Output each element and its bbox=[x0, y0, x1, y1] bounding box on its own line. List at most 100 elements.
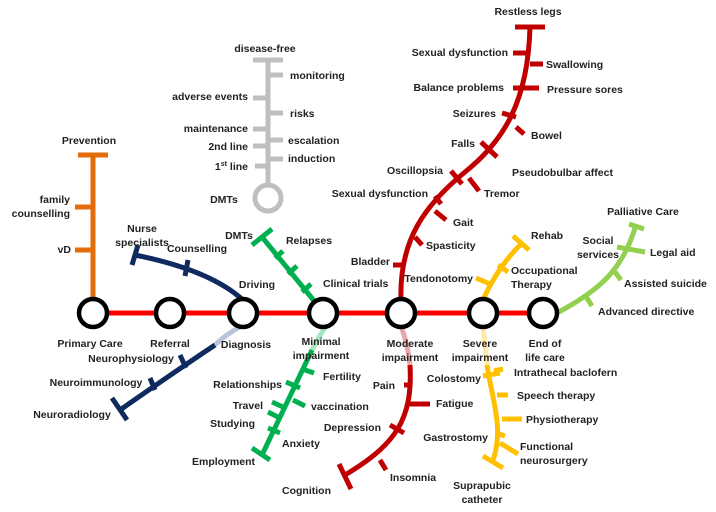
stop-label: Counselling bbox=[167, 243, 227, 255]
station-labels: Primary Care Referral Diagnosis Minimal … bbox=[57, 336, 565, 364]
stop-label: Restless legs bbox=[494, 6, 561, 18]
stop-label: Travel bbox=[233, 400, 263, 412]
stop-label: services bbox=[577, 249, 619, 261]
stop-label: monitoring bbox=[290, 70, 345, 82]
station-severe-impairment[interactable] bbox=[466, 296, 500, 330]
station-label: life care bbox=[525, 352, 565, 364]
diagnosis-line bbox=[109, 244, 245, 422]
station-label: Moderate bbox=[387, 338, 434, 350]
stop-label: Pain bbox=[373, 380, 395, 392]
stop-label: Insomnia bbox=[390, 472, 436, 484]
stop-label: Falls bbox=[451, 138, 475, 150]
stop-label: Bowel bbox=[531, 130, 562, 142]
stop-label: DMTs bbox=[225, 230, 253, 242]
stop-label: Bladder bbox=[351, 256, 390, 268]
stop-label: neurosurgery bbox=[520, 455, 588, 467]
stop-label: Sexual dysfunction bbox=[332, 188, 428, 200]
stop-label: Functional bbox=[520, 441, 573, 453]
station-diagnosis[interactable] bbox=[226, 296, 260, 330]
stop-label: Neurophysiology bbox=[88, 353, 174, 365]
stop-label: Nurse bbox=[127, 223, 157, 235]
stop-label: disease-free bbox=[234, 43, 295, 55]
stop-label: Relationships bbox=[213, 379, 282, 391]
station-label: impairment bbox=[452, 352, 509, 364]
stop-label: Clinical trials bbox=[323, 278, 389, 290]
stop-label: vaccination bbox=[311, 401, 369, 413]
stop-label: Neuroimmunology bbox=[50, 377, 143, 389]
station-label: impairment bbox=[293, 350, 350, 362]
stop-label: family bbox=[40, 194, 71, 206]
stop-label: Driving bbox=[239, 279, 275, 291]
severe-impairment-line bbox=[475, 234, 531, 471]
severe-impairment-labels: Rehab Occupational Therapy Tendonotomy C… bbox=[404, 230, 617, 506]
stop-label: Anxiety bbox=[282, 438, 320, 450]
stop-label: Speech therapy bbox=[517, 390, 595, 402]
stop-label: Therapy bbox=[511, 279, 552, 291]
dmt-labels: disease-free monitoring adverse events r… bbox=[172, 43, 345, 206]
station-label: impairment bbox=[382, 352, 439, 364]
moderate-impairment-labels: Restless legs Sexual dysfunction Swallow… bbox=[282, 6, 623, 497]
station-label: Severe bbox=[463, 338, 498, 350]
station-label: Referral bbox=[150, 338, 190, 350]
station-referral[interactable] bbox=[153, 296, 187, 330]
stop-label: catheter bbox=[462, 494, 503, 506]
minimal-impairment-line bbox=[250, 227, 328, 463]
stop-label: maintenance bbox=[184, 123, 248, 135]
stop-label: Sexual dysfunction bbox=[412, 47, 508, 59]
stop-label: Palliative Care bbox=[607, 206, 679, 218]
stop-label: escalation bbox=[288, 135, 339, 147]
stop-label: Oscillopsia bbox=[387, 165, 443, 177]
stop-label: induction bbox=[288, 153, 335, 165]
stop-label: Prevention bbox=[62, 135, 116, 147]
stop-label: specialists bbox=[115, 237, 169, 249]
stop-label: Spasticity bbox=[426, 240, 476, 252]
dmt-line bbox=[252, 57, 284, 214]
diagnosis-labels: Nurse specialists Counselling Neurophysi… bbox=[33, 223, 227, 421]
stop-label: adverse events bbox=[172, 91, 248, 103]
stop-label: Gait bbox=[453, 217, 474, 229]
station-moderate-impairment[interactable] bbox=[384, 296, 418, 330]
stop-label: Tremor bbox=[484, 188, 520, 200]
station-label: End of bbox=[529, 338, 562, 350]
stop-label: Assisted suicide bbox=[624, 278, 707, 290]
stop-label: Advanced directive bbox=[598, 306, 694, 318]
stop-label: Rehab bbox=[531, 230, 563, 242]
stop-label: Social bbox=[583, 235, 614, 247]
stop-label-part: 1 bbox=[215, 161, 221, 173]
superscript: st bbox=[221, 161, 228, 168]
stop-label: DMTs bbox=[210, 194, 238, 206]
stop-label: Swallowing bbox=[546, 59, 603, 71]
stations bbox=[76, 296, 560, 330]
prevention-labels: Prevention family counselling vD bbox=[12, 135, 116, 256]
station-label: Minimal bbox=[301, 336, 340, 348]
stop-label: Fatigue bbox=[436, 398, 473, 410]
stop-label: Tendonotomy bbox=[404, 273, 473, 285]
stop-label-part: line bbox=[227, 161, 248, 173]
stop-label: risks bbox=[290, 108, 315, 120]
station-minimal-impairment[interactable] bbox=[306, 296, 340, 330]
stop-label: Intrathecal baclofern bbox=[514, 367, 617, 379]
station-end-of-life-care[interactable] bbox=[526, 296, 560, 330]
stop-label: vD bbox=[58, 244, 72, 256]
stop-label: 1st line bbox=[215, 161, 248, 173]
dmt-origin-station bbox=[252, 182, 284, 214]
stop-label: Neuroradiology bbox=[33, 409, 111, 421]
stop-label: Physiotherapy bbox=[526, 414, 599, 426]
stop-label: Legal aid bbox=[650, 247, 696, 259]
stop-label: Suprapubic bbox=[453, 480, 511, 492]
stop-label: Fertility bbox=[323, 371, 361, 383]
stop-label: Balance problems bbox=[414, 82, 505, 94]
stop-label: Depression bbox=[324, 422, 381, 434]
station-label: Diagnosis bbox=[221, 339, 271, 351]
stop-label: Pseudobulbar affect bbox=[512, 167, 613, 179]
stop-label: counselling bbox=[12, 208, 70, 220]
stop-label: 2nd line bbox=[208, 141, 248, 153]
end-of-life-labels: Palliative Care Social services Legal ai… bbox=[577, 206, 707, 318]
stop-label: Relapses bbox=[286, 235, 332, 247]
stop-label: Pressure sores bbox=[547, 84, 623, 96]
station-primary-care[interactable] bbox=[76, 296, 110, 330]
stop-label: Occupational bbox=[511, 265, 578, 277]
stop-label: Studying bbox=[210, 418, 255, 430]
stop-label: Cognition bbox=[282, 485, 331, 497]
